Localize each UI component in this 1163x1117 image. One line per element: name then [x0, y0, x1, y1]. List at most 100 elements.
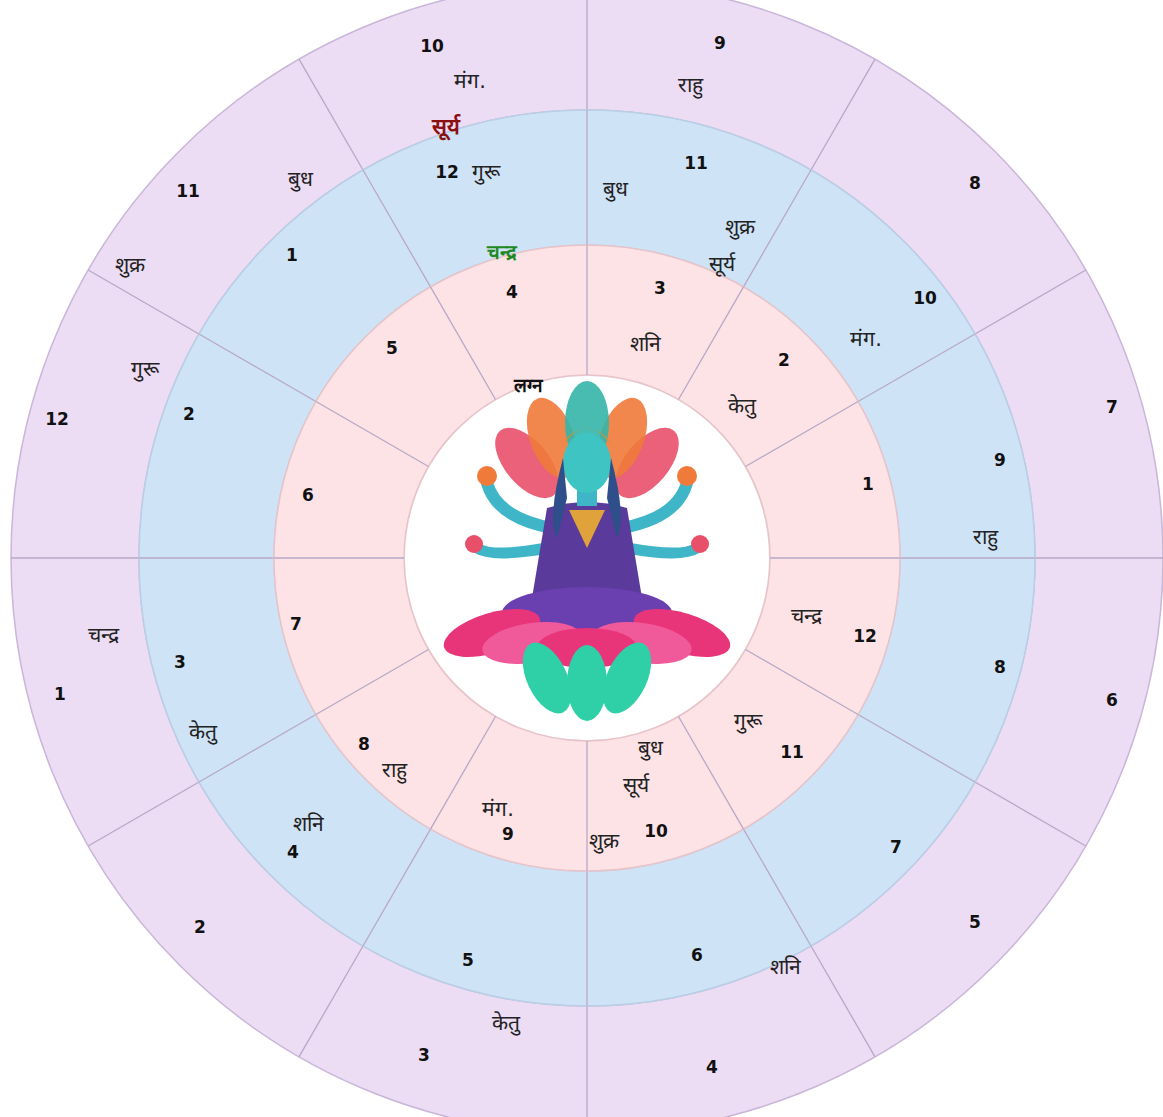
- sector-divider: [88, 270, 199, 334]
- sector-divider: [586, 110, 587, 245]
- sector-divider: [586, 245, 587, 375]
- sign-number: 7: [290, 615, 302, 634]
- sector-divider: [900, 557, 1035, 558]
- sector-divider: [811, 59, 875, 170]
- planet-label: केतु: [492, 1012, 520, 1035]
- sign-number: 1: [54, 685, 66, 704]
- ring-fill: [11, 0, 1163, 1117]
- sign-number: 7: [890, 838, 902, 857]
- sector-divider: [679, 716, 744, 829]
- sign-number: 12: [853, 627, 877, 646]
- planet-label: राहु: [382, 759, 407, 782]
- planet-label: चन्द्र: [791, 605, 822, 628]
- planet-label: चन्द्र: [88, 624, 119, 647]
- planet-label: शुक्र: [725, 216, 755, 239]
- sign-number: 8: [969, 174, 981, 193]
- sign-number: 3: [654, 279, 666, 298]
- planet-label: केतु: [728, 395, 756, 418]
- sector-divider: [586, 741, 587, 871]
- sector-divider: [139, 557, 274, 558]
- sector-divider: [274, 557, 404, 558]
- sector-divider: [679, 287, 744, 400]
- sign-number: 2: [194, 918, 206, 937]
- sign-number: 9: [714, 34, 726, 53]
- sign-number: 12: [435, 163, 459, 182]
- sector-divider: [811, 946, 875, 1057]
- planet-label: बुध: [603, 178, 628, 201]
- sector-divider: [858, 715, 975, 783]
- sign-number: 4: [706, 1058, 718, 1077]
- planet-label: केतु: [189, 721, 217, 744]
- sign-number: 2: [778, 351, 790, 370]
- sign-number: 4: [506, 283, 518, 302]
- planet-label: शनि: [770, 956, 801, 979]
- inner-ring-band: लग्न 4 3 शनि 2 केतु 1 चन्द्र 12 गुरू 11 बुध सूर्य 10 श…: [274, 245, 900, 871]
- planet-label: राहु: [678, 74, 703, 97]
- planet-label: गुरू: [734, 710, 762, 733]
- sign-number: 6: [302, 486, 314, 505]
- sector-divider: [586, 871, 587, 1006]
- sign-number: 5: [386, 339, 398, 358]
- sign-number: 4: [287, 843, 299, 862]
- sector-divider: [745, 650, 858, 715]
- sign-number: 2: [183, 405, 195, 424]
- planet-label: मंग.: [850, 328, 882, 351]
- sector-divider: [316, 402, 429, 467]
- planet-label: शनि: [293, 813, 324, 836]
- sector-divider: [299, 59, 363, 170]
- sector-divider: [975, 782, 1086, 846]
- sector-divider: [770, 557, 900, 558]
- sector-divider: [299, 946, 363, 1057]
- planet-label: मंग.: [482, 798, 514, 821]
- sign-number: 5: [969, 913, 981, 932]
- sign-number: 9: [994, 451, 1006, 470]
- planet-label: राहु: [973, 526, 998, 549]
- sign-number: 1: [862, 475, 874, 494]
- sign-number: 9: [502, 825, 514, 844]
- sign-number: 1: [286, 246, 298, 265]
- sector-divider: [431, 287, 496, 400]
- sign-number: 6: [1106, 691, 1118, 710]
- planet-label: शुक्र: [589, 830, 619, 853]
- planet-label: सूर्य: [623, 774, 649, 797]
- sector-divider: [745, 402, 858, 467]
- sector-divider: [586, 0, 587, 110]
- sector-divider: [586, 1006, 587, 1117]
- planet-label: शनि: [630, 333, 661, 356]
- sector-divider: [975, 270, 1086, 334]
- sector-divider: [363, 170, 431, 287]
- sign-number: 7: [1106, 398, 1118, 417]
- planet-label: शुक्र: [115, 254, 145, 277]
- sign-number: 8: [358, 735, 370, 754]
- planet-label: सूर्य: [709, 253, 735, 276]
- sector-divider: [744, 829, 812, 946]
- sign-number: 11: [780, 743, 804, 762]
- sector-divider: [11, 557, 139, 558]
- sector-divider: [363, 829, 431, 946]
- sign-number: 3: [418, 1046, 430, 1065]
- sign-number: 10: [913, 289, 937, 308]
- sign-number: 5: [462, 951, 474, 970]
- sign-number: 3: [174, 653, 186, 672]
- planet-label: गुरू: [131, 358, 159, 381]
- sign-number: 11: [176, 182, 200, 201]
- sign-number: 6: [691, 946, 703, 965]
- ring-shape: [274, 245, 900, 871]
- planet-label: गुरू: [472, 161, 500, 184]
- sign-number: 10: [420, 37, 444, 56]
- planet-label: मंग.: [454, 70, 486, 93]
- planet-label: बुध: [288, 168, 313, 191]
- sign-number: 12: [45, 410, 69, 429]
- sector-divider: [88, 782, 199, 846]
- sector-divider: [1035, 557, 1163, 558]
- ring-fill: [274, 245, 900, 871]
- planet-label: सूर्य: [432, 115, 460, 139]
- ring-fill: [139, 110, 1035, 1006]
- sector-divider: [316, 650, 429, 715]
- sign-number: 8: [994, 658, 1006, 677]
- planet-label: बुध: [638, 737, 663, 760]
- sign-number: 10: [644, 822, 668, 841]
- sector-divider: [199, 334, 316, 402]
- planet-label: लग्न: [514, 375, 543, 396]
- planet-label: चन्द्र: [487, 241, 517, 263]
